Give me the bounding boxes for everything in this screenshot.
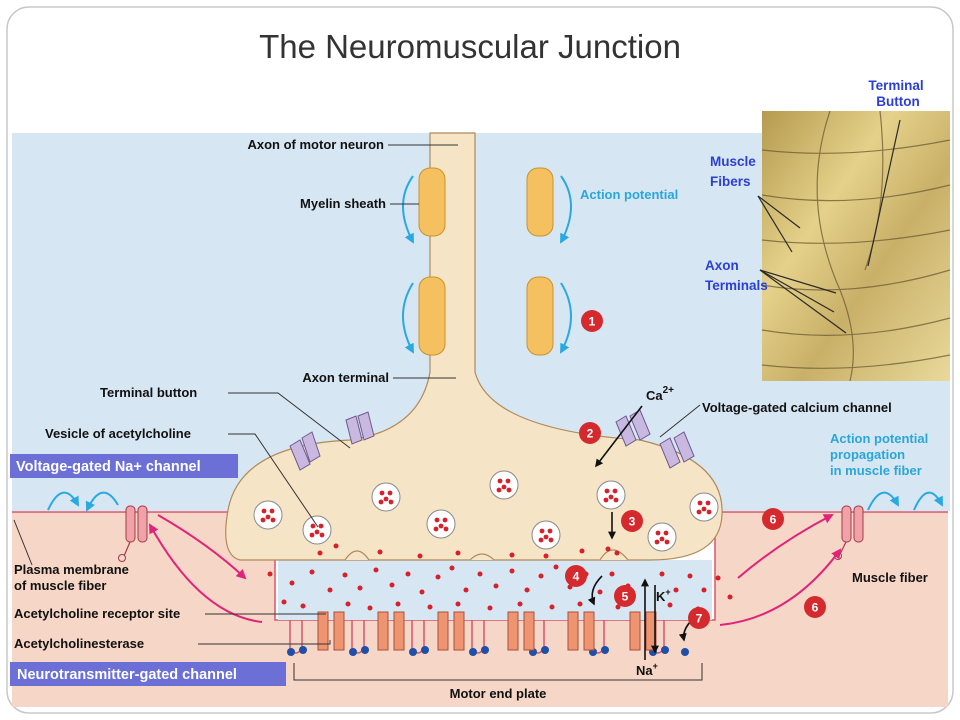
step-badge-5: 5 xyxy=(614,585,636,607)
svg-text:7: 7 xyxy=(696,612,703,626)
action-potential-arrows xyxy=(402,175,572,354)
photo-label-axon-terminals-line2: Terminals xyxy=(705,278,768,293)
label-potassium-ion: K+ xyxy=(656,587,671,604)
micrograph-inset xyxy=(757,110,951,382)
photo-label-axon-terminals-line1: Axon xyxy=(705,258,739,273)
synaptic-cleft xyxy=(278,560,712,620)
svg-text:3: 3 xyxy=(629,515,636,529)
label-myelin-sheath: Myelin sheath xyxy=(300,196,386,211)
photo-label-terminal-button-line2: Button xyxy=(876,94,919,109)
neurotransmitter-gated-channel-box: Neurotransmitter-gated channel xyxy=(10,662,286,686)
axon-and-terminal-button xyxy=(225,132,723,561)
label-sodium-ion: Na+ xyxy=(636,661,658,678)
svg-text:1: 1 xyxy=(589,315,596,329)
label-axon-of-motor-neuron: Axon of motor neuron xyxy=(248,137,385,152)
voltage-gated-na-channel-left xyxy=(118,505,148,562)
photo-label-muscle-fibers-line1: Muscle xyxy=(710,154,756,169)
voltage-gated-na-channel-box: Voltage-gated Na+ channel xyxy=(10,454,238,478)
label-motor-end-plate: Motor end plate xyxy=(450,686,547,701)
label-terminal-button: Terminal button xyxy=(100,385,197,400)
acetylcholine-vesicles xyxy=(253,470,719,552)
label-acetylcholinesterase: Acetylcholinesterase xyxy=(14,636,144,651)
depolarization-spread-arrows xyxy=(149,514,842,626)
voltage-gated-calcium-channels xyxy=(289,409,695,471)
label-leader-lines xyxy=(13,144,703,681)
step-badge-2: 2 xyxy=(579,422,601,444)
step-badge-3: 3 xyxy=(621,510,643,532)
step-badge-6-upper: 6 xyxy=(762,508,784,530)
page-title: The Neuromuscular Junction xyxy=(259,28,681,65)
step-badge-4: 4 xyxy=(565,565,587,587)
svg-text:Neurotransmitter-gated channel: Neurotransmitter-gated channel xyxy=(17,667,237,683)
label-action-potential: Action potential xyxy=(580,187,678,202)
svg-text:Voltage-gated Na+ channel: Voltage-gated Na+ channel xyxy=(16,459,201,475)
svg-text:4: 4 xyxy=(573,570,580,584)
photo-label-muscle-fibers-line2: Fibers xyxy=(710,174,751,189)
photo-label-terminal-button-line1: Terminal xyxy=(868,78,923,93)
step-badge-1: 1 xyxy=(581,310,603,332)
label-plasma-membrane-line1: Plasma membrane xyxy=(14,562,129,577)
label-muscle-fiber: Muscle fiber xyxy=(852,570,928,585)
svg-text:6: 6 xyxy=(812,601,819,615)
acetylcholine-molecules-in-cleft xyxy=(267,543,733,612)
label-ap-propagation-line3: in muscle fiber xyxy=(830,463,922,478)
exocytosis-bumps xyxy=(344,549,629,561)
step-badge-7: 7 xyxy=(688,607,710,629)
muscle-propagation-arrows xyxy=(47,491,943,512)
label-axon-terminal: Axon terminal xyxy=(302,370,389,385)
label-plasma-membrane-line2: of muscle fiber xyxy=(14,578,106,593)
label-ap-propagation-line1: Action potential xyxy=(830,431,928,446)
svg-text:2: 2 xyxy=(587,427,594,441)
myelin-sheath-segments xyxy=(418,167,554,356)
step-badge-6-lower: 6 xyxy=(804,596,826,618)
label-calcium-ion: Ca2+ xyxy=(646,385,674,403)
label-voltage-gated-calcium-channel: Voltage-gated calcium channel xyxy=(702,400,892,415)
svg-text:5: 5 xyxy=(622,590,629,604)
muscle-fiber-area xyxy=(12,512,948,707)
label-ap-propagation-line2: propagation xyxy=(830,447,905,462)
ach-receptor-channels xyxy=(317,611,657,651)
svg-text:6: 6 xyxy=(770,513,777,527)
label-vesicle-of-acetylcholine: Vesicle of acetylcholine xyxy=(45,426,191,441)
label-acetylcholine-receptor-site: Acetylcholine receptor site xyxy=(14,606,180,621)
